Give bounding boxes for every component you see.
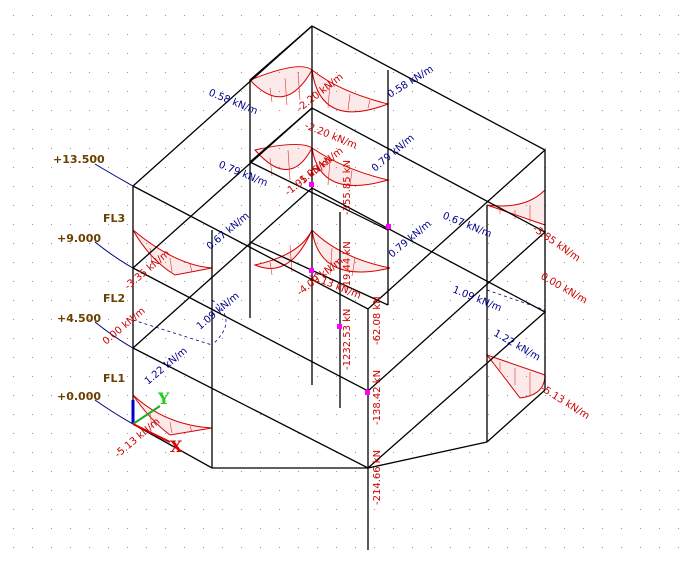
ground-right [486, 389, 546, 443]
floor-fl1: FL1 [103, 372, 125, 385]
load-dashes-3 [132, 319, 213, 346]
load-dashes-2 [486, 289, 546, 311]
frame-members [132, 25, 547, 550]
elevation-13500: +13.500 [53, 153, 105, 166]
level-line-4500 [94, 321, 134, 349]
force-label: -5.13 kN/m [113, 416, 163, 460]
axis-y-label: Y [157, 389, 170, 408]
force-label: -214.66 kN [372, 450, 383, 505]
ground-back [367, 441, 488, 469]
axis-indicator: Y X [131, 389, 183, 456]
elevation-0000: +0.000 [57, 390, 101, 403]
elevation-labels: +13.500 FL3 +9.000 FL2 +4.500 FL1 +0.000 [53, 153, 125, 403]
load-label: 0.79 kN/m [387, 219, 434, 261]
elevation-4500: +4.500 [57, 312, 101, 325]
fl1-frame [132, 423, 368, 469]
floor-fl3: FL3 [103, 212, 125, 225]
force-label: -1232.53 kN [342, 309, 353, 370]
nodes [309, 182, 391, 395]
load-label: 1.22 kN/m [143, 346, 190, 388]
force-label: -355.85 kN [342, 160, 353, 215]
fl2-inner [249, 241, 389, 306]
fl2-frame [132, 187, 547, 469]
force-label: -62.08 kN [372, 296, 383, 345]
level-line-0000 [94, 399, 134, 425]
fl3-frame [132, 107, 547, 392]
force-label: -3.85 kN/m [530, 223, 582, 264]
force-label: -138.42 kN [372, 370, 383, 425]
level-line-9000 [94, 241, 134, 269]
node[interactable] [309, 268, 314, 273]
load-label: 0.79 kN/m [217, 160, 269, 190]
moment-hatching [149, 71, 531, 434]
load-label: 1.22 kN/m [492, 328, 542, 363]
elevation-9000: +9.000 [57, 232, 101, 245]
moment-right-bottom [485, 353, 546, 399]
node[interactable] [309, 182, 314, 187]
node[interactable] [386, 224, 391, 229]
mid-level-frame [249, 25, 313, 81]
force-label: -2.20 kN/m [303, 121, 359, 152]
force-label: 0.00 kN/m [539, 271, 589, 306]
load-label: 0.79 kN/m [370, 133, 417, 175]
node[interactable] [337, 324, 342, 329]
level-line-13500 [94, 163, 134, 187]
force-label: -5.13 kN/m [538, 383, 591, 422]
load-dashes-1 [211, 299, 227, 346]
force-label: -19.44 kN [342, 241, 353, 290]
node[interactable] [365, 390, 370, 395]
fl3-cross [249, 107, 313, 163]
floor-fl2: FL2 [103, 292, 125, 305]
moment-right-top [486, 188, 546, 226]
axis-x-label: X [170, 437, 183, 456]
level-lines [94, 163, 546, 425]
moment-fl3-mid [253, 228, 391, 273]
load-label: 1.09 kN/m [195, 291, 242, 333]
fl3-inner [249, 161, 389, 231]
